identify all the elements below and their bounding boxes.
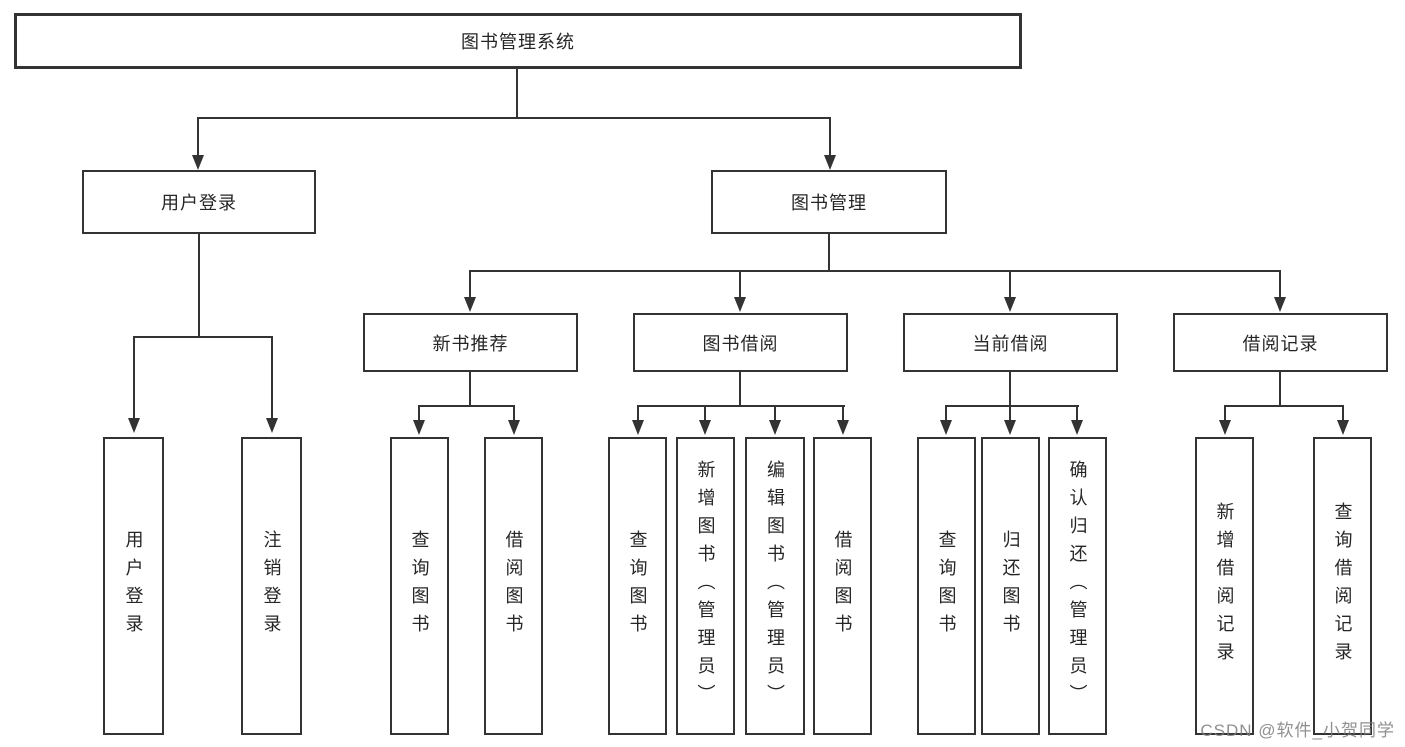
connector-line	[469, 270, 1281, 272]
leaf-borrow-books-recommend-label: 借阅图书	[503, 530, 524, 642]
leaf-edit-books-admin-label: 编辑图书（管理员）	[765, 460, 785, 712]
arrow-down-icon	[940, 420, 952, 435]
connector-line	[197, 117, 831, 119]
arrow-down-icon	[266, 418, 278, 433]
leaf-user-login-label: 用户登录	[123, 530, 144, 642]
leaf-confirm-return-admin-label: 确认归还（管理员）	[1067, 460, 1088, 712]
node-borrow-record: 借阅记录	[1173, 313, 1388, 372]
connector-line	[1009, 372, 1011, 407]
leaf-query-borrow-record-label: 查询借阅记录	[1332, 502, 1353, 670]
arrow-down-icon	[632, 420, 644, 435]
connector-line	[739, 372, 741, 407]
connector-line	[1009, 405, 1011, 423]
leaf-add-books-admin: 新增图书（管理员）	[676, 437, 735, 735]
leaf-add-books-admin-label: 新增图书（管理员）	[695, 460, 716, 712]
connector-line	[513, 405, 515, 423]
connector-line	[637, 405, 845, 407]
connector-line	[418, 405, 420, 423]
connector-line	[1279, 270, 1281, 300]
leaf-query-books-recommend-label: 查询图书	[409, 530, 430, 642]
node-current-borrow-label: 当前借阅	[972, 333, 1049, 354]
connector-line	[829, 117, 831, 157]
leaf-query-borrow-record: 查询借阅记录	[1313, 437, 1372, 735]
arrow-down-icon	[699, 420, 711, 435]
connector-line	[469, 372, 471, 407]
node-book-borrow-label: 图书借阅	[702, 333, 779, 354]
leaf-query-books-borrow-label: 查询图书	[627, 530, 648, 642]
arrow-down-icon	[464, 297, 476, 312]
leaf-query-books-current-label: 查询图书	[936, 530, 957, 642]
leaf-query-books-borrow: 查询图书	[608, 437, 667, 735]
connector-line	[516, 68, 518, 119]
connector-line	[1224, 405, 1344, 407]
connector-line	[133, 336, 273, 338]
node-new-book-recommend: 新书推荐	[363, 313, 578, 372]
node-borrow-record-label: 借阅记录	[1242, 333, 1319, 354]
leaf-query-books-current: 查询图书	[917, 437, 976, 735]
leaf-return-books-label: 归还图书	[1000, 530, 1021, 642]
connector-line	[1076, 405, 1078, 423]
arrow-down-icon	[1071, 420, 1083, 435]
node-root: 图书管理系统	[14, 13, 1022, 69]
leaf-add-borrow-record: 新增借阅记录	[1195, 437, 1254, 735]
connector-line	[198, 234, 200, 338]
leaf-edit-books-admin: 编辑图书（管理员）	[745, 437, 805, 735]
connector-line	[637, 405, 639, 423]
arrow-down-icon	[1004, 297, 1016, 312]
connector-line	[774, 405, 776, 423]
connector-line	[828, 234, 830, 272]
arrow-down-icon	[1274, 297, 1286, 312]
connector-line	[1342, 405, 1344, 423]
arrow-down-icon	[734, 297, 746, 312]
arrow-down-icon	[192, 155, 204, 170]
connector-line	[133, 336, 135, 420]
connector-line	[945, 405, 1079, 407]
leaf-logout-label: 注销登录	[261, 530, 282, 642]
node-book-management-label: 图书管理	[791, 193, 867, 213]
connector-line	[1224, 405, 1226, 423]
arrow-down-icon	[769, 420, 781, 435]
connector-line	[704, 405, 706, 423]
arrow-down-icon	[508, 420, 520, 435]
node-book-borrow: 图书借阅	[633, 313, 848, 372]
connector-line	[739, 270, 741, 300]
leaf-return-books: 归还图书	[981, 437, 1040, 735]
csdn-watermark: CSDN @软件_小贺同学	[1200, 721, 1395, 740]
leaf-borrow-books-label: 借阅图书	[832, 530, 853, 642]
arrow-down-icon	[128, 418, 140, 433]
node-user-login-label: 用户登录	[161, 193, 237, 213]
arrow-down-icon	[837, 420, 849, 435]
node-new-book-recommend-label: 新书推荐	[432, 333, 509, 354]
arrow-down-icon	[1337, 420, 1349, 435]
leaf-confirm-return-admin: 确认归还（管理员）	[1048, 437, 1107, 735]
connector-line	[418, 405, 515, 407]
connector-line	[842, 405, 844, 423]
node-user-login: 用户登录	[82, 170, 316, 234]
arrow-down-icon	[1004, 420, 1016, 435]
connector-line	[1009, 270, 1011, 300]
leaf-query-books-recommend: 查询图书	[390, 437, 449, 735]
leaf-borrow-books-recommend: 借阅图书	[484, 437, 543, 735]
connector-line	[271, 336, 273, 420]
arrow-down-icon	[1219, 420, 1231, 435]
leaf-user-login: 用户登录	[103, 437, 164, 735]
connector-line	[945, 405, 947, 423]
arrow-down-icon	[413, 420, 425, 435]
arrow-down-icon	[824, 155, 836, 170]
node-root-label: 图书管理系统	[461, 32, 575, 52]
connector-line	[197, 117, 199, 157]
node-current-borrow: 当前借阅	[903, 313, 1118, 372]
leaf-logout: 注销登录	[241, 437, 302, 735]
connector-line	[469, 270, 471, 300]
node-book-management: 图书管理	[711, 170, 947, 234]
connector-line	[1279, 372, 1281, 407]
leaf-borrow-books: 借阅图书	[813, 437, 872, 735]
leaf-add-borrow-record-label: 新增借阅记录	[1214, 502, 1235, 670]
